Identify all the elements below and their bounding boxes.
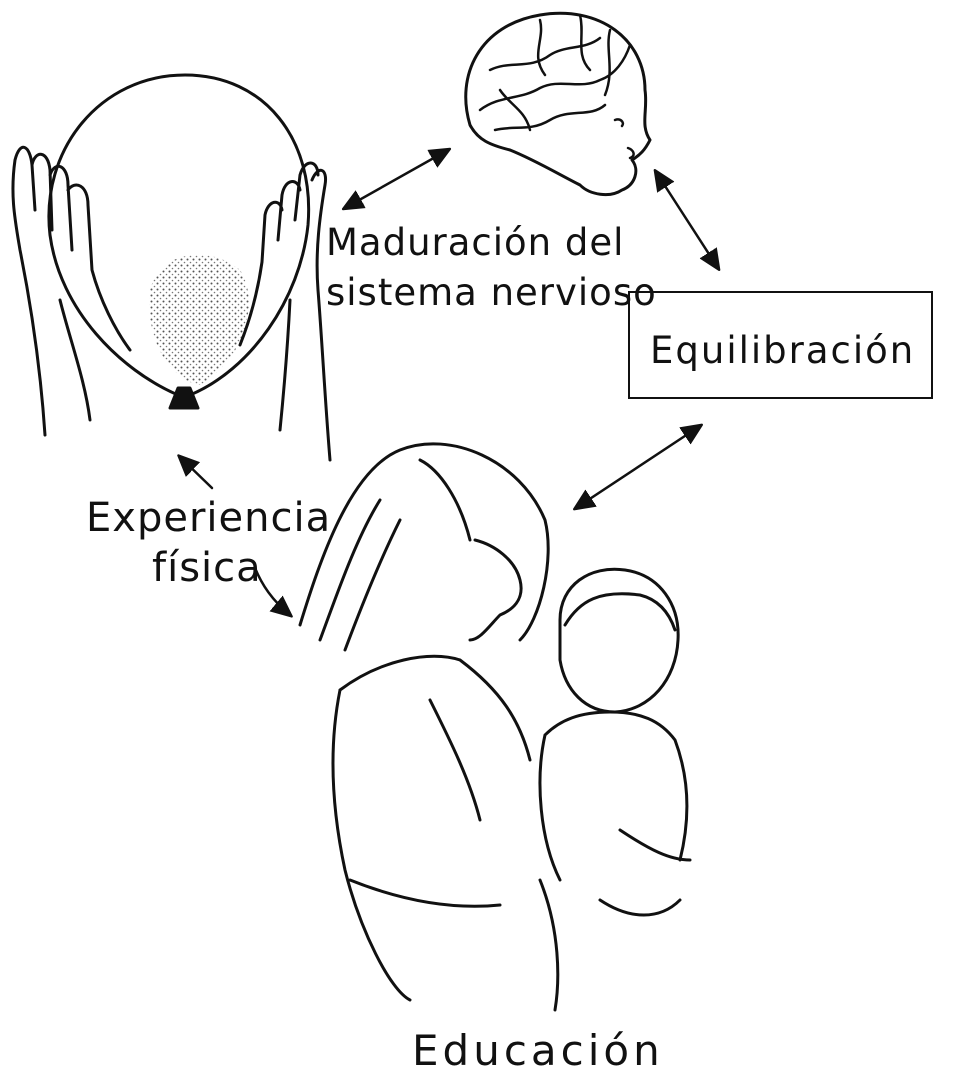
child-head [558, 567, 680, 714]
mother-hair [298, 442, 550, 652]
arrow-balloon-brain [345, 150, 448, 208]
balloon-knot [168, 386, 200, 410]
experiencia-label-line2: física [152, 545, 262, 591]
infant-head-brain-illustration [464, 11, 652, 197]
arrow-brain-equilibracion [656, 172, 718, 268]
educacion-label: Educación [412, 1026, 664, 1075]
child-body [538, 710, 692, 917]
mother-child-illustration [298, 442, 692, 1012]
equilibracion-label: Equilibración [650, 329, 916, 372]
experiencia-label: Experiencia física [86, 498, 331, 588]
arrow-equilibracion-mother [576, 426, 700, 508]
brain-folds [478, 13, 632, 132]
head-outline [464, 11, 652, 197]
right-hand [238, 161, 332, 462]
arrow-experiencia-mother [253, 566, 290, 615]
mother-body [331, 654, 560, 1012]
maduracion-label: Maduración del sistema nervioso [326, 224, 657, 324]
experiencia-label-line1: Experiencia [86, 495, 332, 541]
balloon-in-hands-illustration [11, 73, 332, 462]
balloon-outline [47, 73, 311, 397]
maduracion-label-line2: sistema nervioso [326, 271, 657, 314]
connector-arrows [180, 150, 718, 615]
left-hand [11, 146, 132, 437]
maduracion-label-line1: Maduración del [326, 221, 625, 264]
balloon-shading [149, 254, 249, 385]
equilibracion-box [628, 291, 933, 399]
mother-face [468, 538, 523, 642]
arrow-experiencia-balloon [180, 457, 214, 490]
baby-face-features [613, 118, 635, 160]
